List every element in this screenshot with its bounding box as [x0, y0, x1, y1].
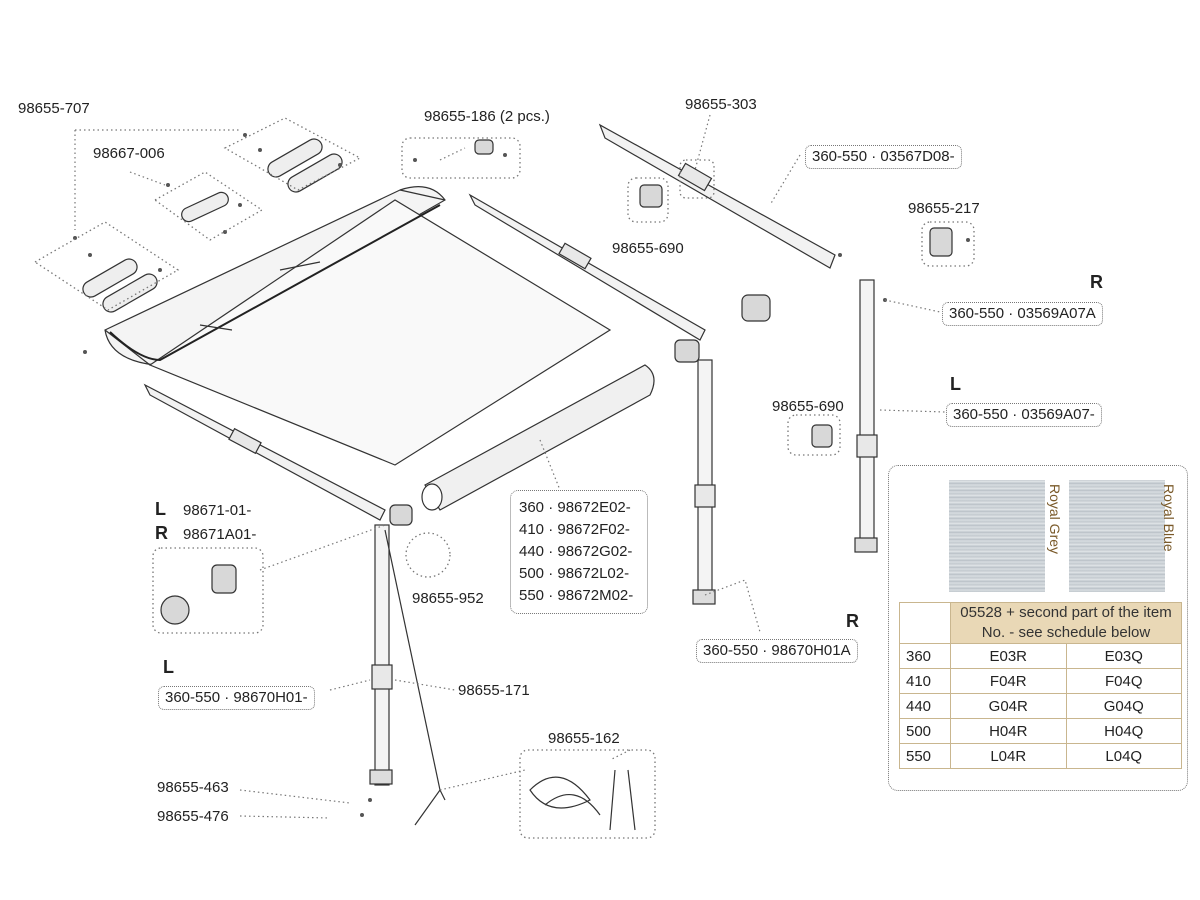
leader-lines [74, 114, 946, 819]
roller-size-row: 410 · 98672F02- [519, 521, 630, 538]
table-row: 410 F04R F04Q [899, 668, 1182, 694]
label-98670H01: 360-550 · 98670H01- [158, 686, 315, 710]
label-R-top: R [1090, 272, 1103, 292]
roller-size-row: 500 · 98672L02- [519, 565, 630, 582]
royal-grey-label: Royal Grey [1047, 484, 1063, 555]
table-row: 360 E03R E03Q [899, 643, 1182, 669]
royal-blue-swatch [1069, 480, 1165, 592]
label-98655-186: 98655-186 (2 pcs.) [424, 108, 550, 125]
label-R-right: R [846, 611, 859, 631]
part-group-boxes [33, 117, 975, 839]
fabric-options-panel: Royal Grey Royal Blue 05528 + second par… [888, 465, 1188, 791]
royal-blue-label: Royal Blue [1161, 484, 1177, 552]
label-98655-463: 98655-463 [157, 779, 229, 796]
label-98655-171: 98655-171 [458, 682, 530, 699]
table-header: 05528 + second part of the item No. - se… [950, 602, 1182, 644]
roller-sizes-box: 360 · 98672E02- 410 · 98672F02- 440 · 98… [510, 490, 648, 614]
label-98671-01: 98671-01- [183, 502, 252, 519]
size-cell: 440 [899, 693, 951, 719]
label-98655-952: 98655-952 [412, 590, 484, 607]
grey-code-cell: E03R [950, 643, 1067, 669]
blue-code-cell: L04Q [1065, 743, 1182, 769]
top-rail [598, 123, 836, 269]
size-cell: 500 [899, 718, 951, 744]
blue-code-cell: F04Q [1065, 668, 1182, 694]
label-98655-690-mid: 98655-690 [772, 398, 844, 415]
label-98655-707: 98655-707 [18, 100, 90, 117]
awning-case-and-fabric [104, 186, 612, 466]
label-L-low: L [163, 657, 174, 677]
label-98655-476: 98655-476 [157, 808, 229, 825]
left-leg [369, 524, 446, 826]
right-rear-leg [854, 279, 878, 553]
roller-tube [421, 364, 655, 511]
grey-code-cell: F04R [950, 668, 1067, 694]
size-cell: 360 [899, 643, 951, 669]
blue-code-cell: E03Q [1065, 643, 1182, 669]
roller-size-row: 440 · 98672G02- [519, 543, 633, 560]
size-cell: 550 [899, 743, 951, 769]
label-03567D08: 360-550 · 03567D08- [805, 145, 962, 169]
rear-arm [468, 193, 706, 341]
table-row: 500 H04R H04Q [899, 718, 1182, 744]
blue-code-cell: H04Q [1065, 718, 1182, 744]
label-03569A07: 360-550 · 03569A07- [946, 403, 1102, 427]
table-corner [899, 602, 951, 644]
label-98655-162: 98655-162 [548, 730, 620, 747]
grey-code-cell: G04R [950, 693, 1067, 719]
joint-parts [160, 139, 953, 625]
label-R-left: R [155, 523, 168, 543]
grey-code-cell: H04R [950, 718, 1067, 744]
roller-size-row: 360 · 98672E02- [519, 499, 631, 516]
label-L-mid: L [950, 374, 961, 394]
royal-grey-swatch [949, 480, 1045, 592]
size-cell: 410 [899, 668, 951, 694]
label-03569A07A: 360-550 · 03569A07A [942, 302, 1103, 326]
wall-brackets [82, 138, 343, 313]
right-front-leg [692, 359, 716, 605]
roller-size-row: 550 · 98672M02- [519, 587, 634, 604]
blue-code-cell: G04Q [1065, 693, 1182, 719]
label-98655-217: 98655-217 [908, 200, 980, 217]
grey-code-cell: L04R [950, 743, 1067, 769]
label-98667-006: 98667-006 [93, 145, 165, 162]
label-98670H01A: 360-550 · 98670H01A [696, 639, 858, 663]
tie-down-kit [529, 769, 636, 831]
fabric-code-table: 05528 + second part of the item No. - se… [899, 602, 1182, 769]
label-L-left: L [155, 499, 166, 519]
label-98671A01: 98671A01- [183, 526, 257, 543]
screws [73, 133, 970, 817]
table-row: 440 G04R G04Q [899, 693, 1182, 719]
label-98655-303: 98655-303 [685, 96, 757, 113]
label-98655-690-top: 98655-690 [612, 240, 684, 257]
table-row: 550 L04R L04Q [899, 743, 1182, 769]
front-left-arm [143, 383, 386, 521]
